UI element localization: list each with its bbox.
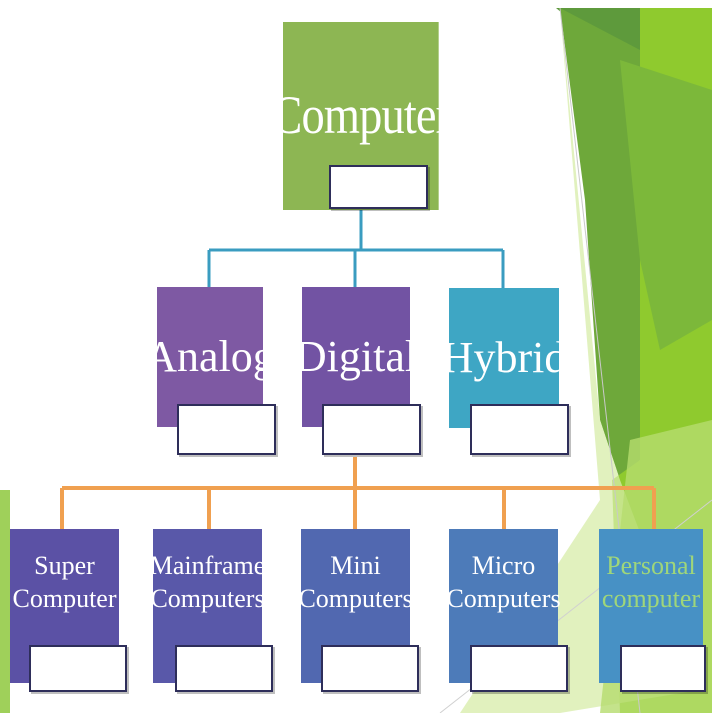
node-analog-label: Analog (145, 331, 275, 381)
node-personal-line1: Personal (606, 551, 696, 581)
node-super-line1: Super (34, 551, 95, 581)
node-hybrid-label: Hybrid (441, 332, 567, 382)
node-mainframe-line1: Mainframe (149, 551, 266, 581)
node-analog: Analog (145, 287, 275, 427)
node-super-line2: Computer (12, 584, 117, 613)
node-hybrid-tag (470, 404, 569, 455)
node-digital-tag (322, 404, 421, 455)
node-analog-tag (177, 404, 276, 455)
node-personal-line2: computer (601, 584, 701, 613)
node-micro-line2: Computers (446, 584, 561, 613)
bg-shape-left-strip (0, 490, 10, 713)
node-personal-tag (620, 645, 706, 692)
node-mainframe-line2: Computers (150, 584, 265, 613)
node-micro-line1: Micro (471, 551, 536, 581)
node-mini-line1: Mini (330, 551, 381, 581)
node-computer-label: Computer (271, 85, 451, 146)
node-super-computer: Super Computer (10, 529, 119, 683)
bg-shape-mid-green (620, 60, 712, 350)
node-digital: Digital (295, 287, 417, 427)
node-micro-tag (470, 645, 568, 692)
node-mainframe-computers: Mainframe Computers (150, 529, 265, 683)
node-super-tag (29, 645, 127, 692)
node-digital-label: Digital (294, 331, 418, 381)
node-mainframe-tag (175, 645, 273, 692)
node-mini-tag (321, 645, 419, 692)
node-mini-line2: Computers (298, 584, 413, 613)
node-computer-tag (329, 165, 428, 209)
bg-shape-green-strip (560, 8, 640, 480)
